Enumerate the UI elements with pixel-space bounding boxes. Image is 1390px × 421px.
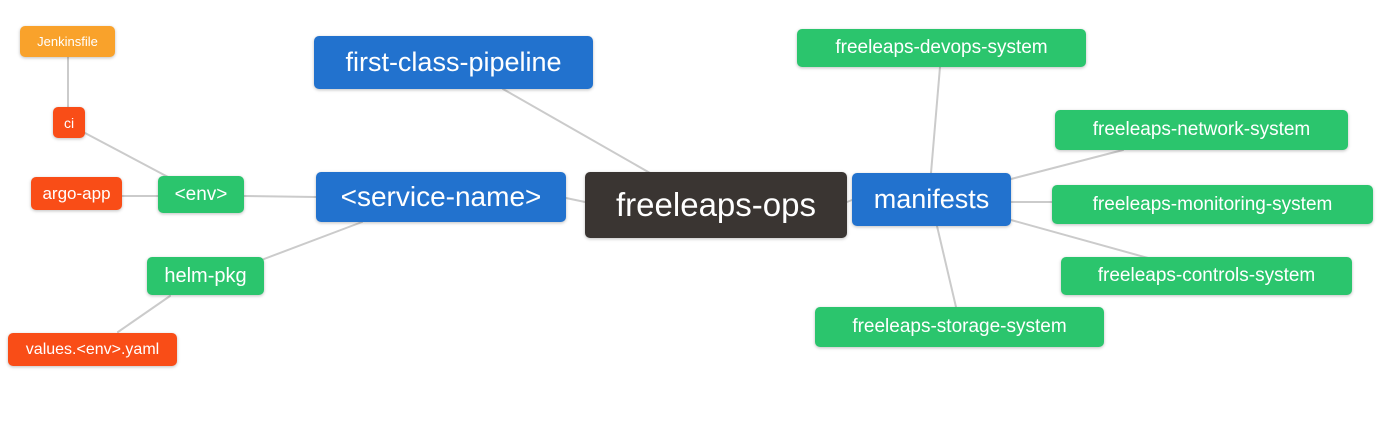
- edge-manifests-network: [1010, 149, 1124, 180]
- edge-manifests-devops: [930, 66, 941, 174]
- edge-service-freeleaps-ops: [565, 197, 586, 203]
- node-ci[interactable]: ci: [53, 107, 85, 138]
- edge-pipeline-freeleaps-ops: [502, 88, 651, 174]
- edge-manifests-storage: [936, 225, 957, 308]
- node-argo-app[interactable]: argo-app: [31, 177, 122, 210]
- edge-freeleaps-ops-manifests: [846, 199, 853, 203]
- node-env[interactable]: <env>: [158, 176, 244, 213]
- edge-helm-pkg-service-name: [263, 221, 363, 260]
- edge-env-service-name: [243, 195, 317, 198]
- edge-manifests-controls: [1010, 219, 1149, 259]
- edge-ci-env: [84, 132, 169, 178]
- node-first-class-pipeline[interactable]: first-class-pipeline: [314, 36, 593, 89]
- node-values-env-yaml[interactable]: values.<env>.yaml: [8, 333, 177, 366]
- node-freeleaps-devops-system[interactable]: freeleaps-devops-system: [797, 29, 1086, 67]
- node-freeleaps-controls-system[interactable]: freeleaps-controls-system: [1061, 257, 1352, 295]
- node-freeleaps-monitoring-system[interactable]: freeleaps-monitoring-system: [1052, 185, 1373, 224]
- edge-values-helm-pkg: [117, 295, 171, 333]
- node-freeleaps-storage-system[interactable]: freeleaps-storage-system: [815, 307, 1104, 347]
- node-freeleaps-ops[interactable]: freeleaps-ops: [585, 172, 847, 238]
- node-freeleaps-network-system[interactable]: freeleaps-network-system: [1055, 110, 1348, 150]
- node-service-name[interactable]: <service-name>: [316, 172, 566, 222]
- node-manifests[interactable]: manifests: [852, 173, 1011, 226]
- node-jenkinsfile[interactable]: Jenkinsfile: [20, 26, 115, 57]
- node-helm-pkg[interactable]: helm-pkg: [147, 257, 264, 295]
